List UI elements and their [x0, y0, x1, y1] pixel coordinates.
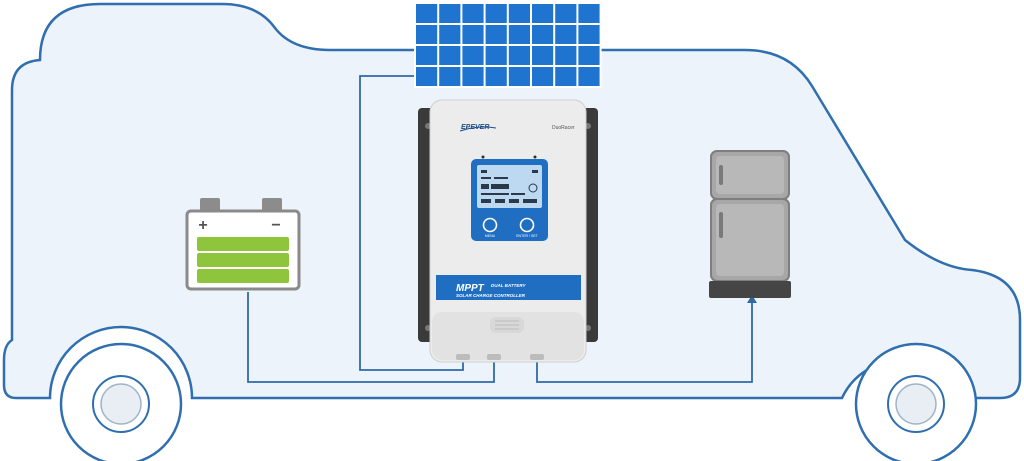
brand-swoosh — [459, 126, 497, 132]
solar-cell — [485, 4, 507, 23]
solar-cell — [439, 25, 461, 44]
solar-panel — [414, 2, 602, 88]
solar-cell — [462, 25, 484, 44]
wiring — [247, 75, 753, 383]
charge-controller: EPEVER DuoRacer MENU ENTER / S — [418, 99, 598, 363]
lcd-screen — [477, 165, 542, 208]
label-mppt: MPPT — [456, 283, 485, 294]
menu-button[interactable] — [482, 217, 498, 233]
solar-cell — [485, 25, 507, 44]
solar-cell — [508, 46, 530, 65]
solar-cell — [555, 46, 577, 65]
label-line2: SOLAR CHARGE CONTROLLER — [456, 293, 526, 298]
solar-cell — [555, 67, 577, 86]
arrow-load — [747, 295, 757, 303]
refrigerator — [709, 150, 791, 298]
rear-wheel — [59, 342, 183, 461]
front-wheel — [854, 342, 978, 461]
controller-lower-panel — [432, 312, 584, 360]
solar-cell — [578, 4, 600, 23]
solar-cell — [532, 46, 554, 65]
battery-charge-bar — [197, 237, 289, 251]
battery-terminal-right — [262, 198, 282, 212]
solar-cell — [416, 67, 438, 86]
solar-cell — [532, 4, 554, 23]
solar-cell — [416, 46, 438, 65]
battery-minus-sign: − — [271, 217, 280, 234]
solar-cell — [578, 25, 600, 44]
vent-grille — [490, 317, 524, 333]
solar-cell — [555, 4, 577, 23]
load-wire — [536, 300, 753, 383]
solar-cell — [416, 4, 438, 23]
solar-cell — [462, 46, 484, 65]
enter-set-button[interactable] — [519, 217, 535, 233]
solar-cell — [532, 67, 554, 86]
battery-terminal-left — [200, 198, 220, 212]
solar-cell — [485, 46, 507, 65]
lcd-content — [481, 170, 538, 203]
fridge-handle-bottom — [719, 212, 723, 238]
solar-cell — [416, 25, 438, 44]
solar-wire — [359, 75, 464, 371]
battery-wire — [247, 292, 495, 383]
solar-cell — [462, 67, 484, 86]
battery-charge-bars — [197, 237, 289, 283]
label-band — [436, 275, 581, 300]
solar-cell — [462, 4, 484, 23]
enter-set-button-label: ENTER / SET — [516, 234, 538, 238]
solar-cell — [532, 25, 554, 44]
battery-plus-sign: + — [198, 217, 207, 234]
solar-cell — [485, 67, 507, 86]
fridge-base — [709, 281, 791, 298]
battery: + − — [185, 198, 301, 291]
battery-charge-bar — [197, 253, 289, 267]
solar-cell — [508, 25, 530, 44]
solar-cell — [555, 25, 577, 44]
solar-cell — [578, 46, 600, 65]
solar-cell — [439, 67, 461, 86]
battery-charge-bar — [197, 269, 289, 283]
solar-cell — [578, 67, 600, 86]
solar-cell — [439, 4, 461, 23]
solar-cell — [439, 46, 461, 65]
label-line1: DUAL BATTERY — [491, 283, 527, 288]
model-name: DuoRacer — [552, 125, 575, 131]
fridge-handle-top — [719, 165, 723, 185]
solar-cell — [508, 67, 530, 86]
menu-button-label: MENU — [485, 234, 496, 238]
solar-cell — [508, 4, 530, 23]
